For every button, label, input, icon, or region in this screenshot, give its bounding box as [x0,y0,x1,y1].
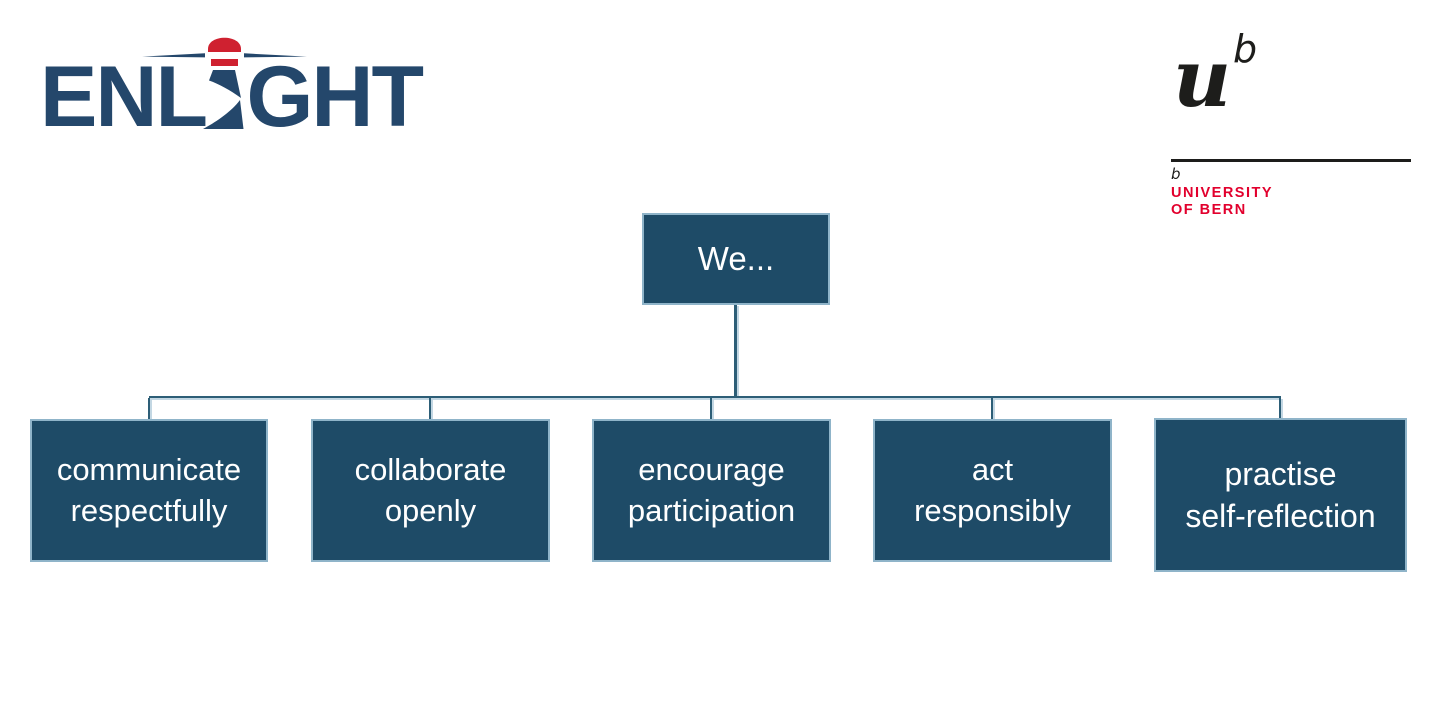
connector-root-vertical [734,305,737,397]
enlight-logo: ENL GHT [40,34,424,145]
unibe-u-mark: u [1173,31,1232,125]
value-box-encourage-participation: encourage participation [592,419,831,562]
value-box-practise-self-reflection: practise self-reflection [1154,418,1407,572]
value-box-communicate-respectfully: communicate respectfully [30,419,268,562]
value-box-label: collaborate openly [354,451,507,528]
value-box-label: encourage participation [627,451,796,528]
value-box-label: act responsibly [914,451,1071,528]
unibe-name-line2: OF BERN [1171,202,1247,218]
unibe-name-line1: UNIVERSITY [1171,185,1274,201]
root-box-label: We... [697,240,775,277]
connector-drop-4 [991,398,994,419]
connector-horizontal-rail [149,396,1281,399]
connector-drop-5 [1279,398,1282,419]
connector-drop-1 [148,398,151,419]
enlight-text-left: ENL [40,49,208,145]
root-box-we: We... [642,213,830,305]
unibe-sup-b: b [1233,27,1258,71]
value-box-label: practise self-reflection [1185,455,1376,534]
connector-drop-3 [710,398,713,419]
unibe-rule [1171,159,1411,162]
unibe-logo: u b b UNIVERSITY OF BERN [1171,28,1411,223]
value-box-label: communicate respectfully [56,451,242,528]
connector-drop-2 [429,398,432,419]
enlight-text-right: GHT [246,49,424,145]
unibe-small-b: b [1171,165,1181,183]
value-box-act-responsibly: act responsibly [873,419,1112,562]
lighthouse-icon [142,37,307,129]
value-box-collaborate-openly: collaborate openly [311,419,550,562]
